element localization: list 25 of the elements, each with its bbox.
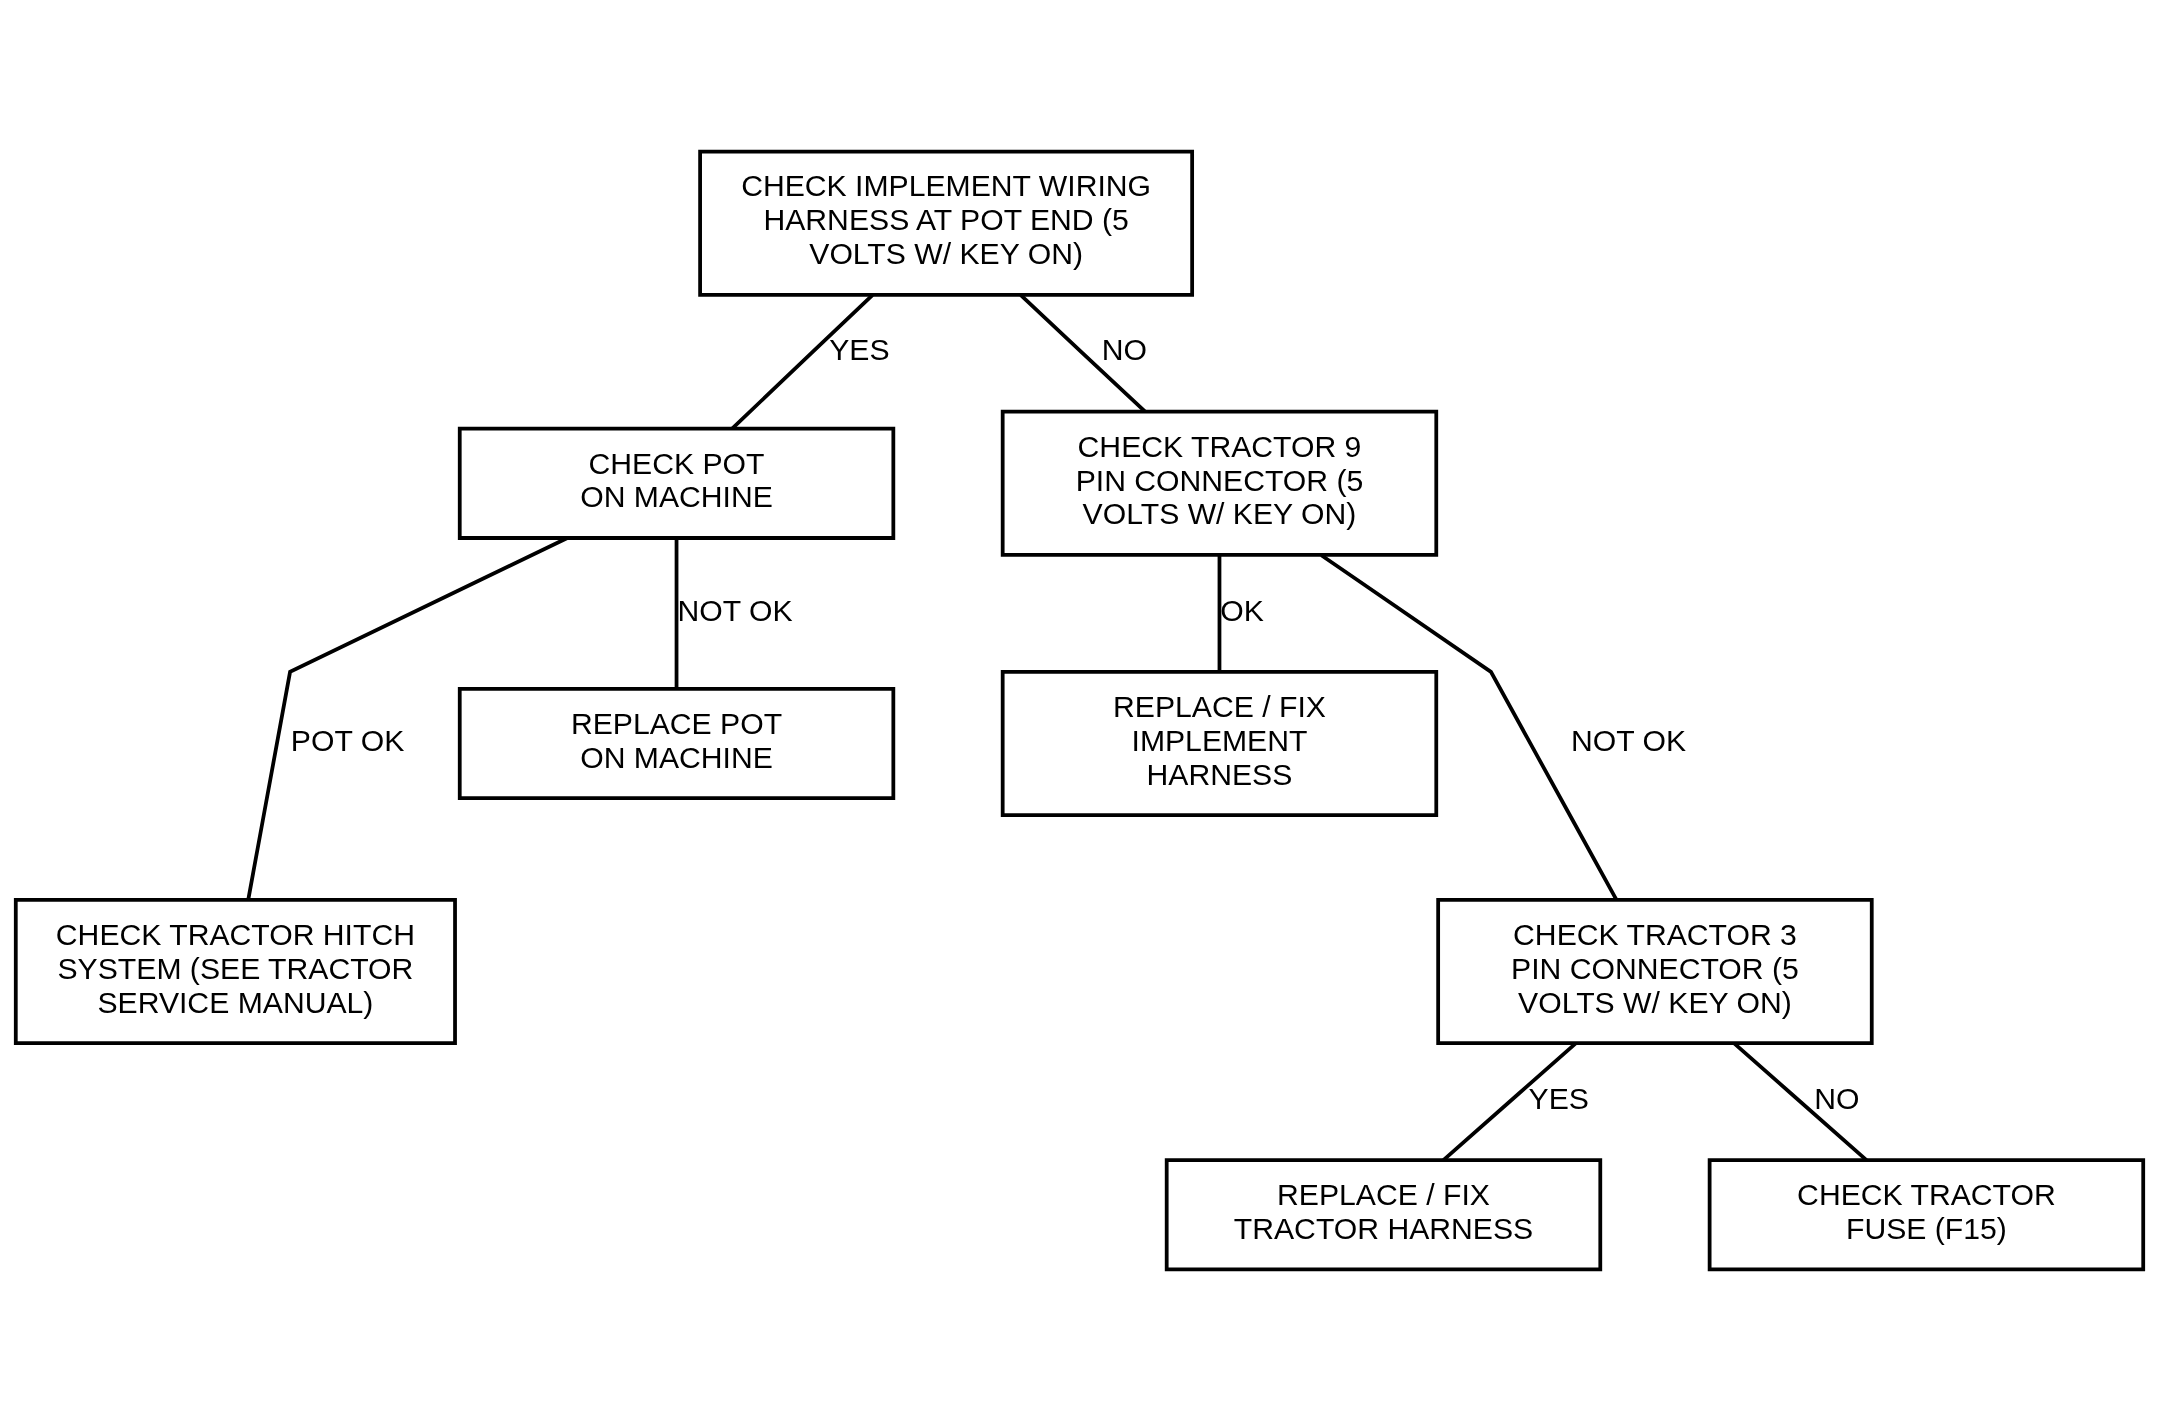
node-box: CHECK IMPLEMENT WIRING HARNESS AT POT END (5 VOLTS W/ KEY ON) [698, 149, 1195, 297]
connector [1732, 1041, 1868, 1161]
node-box: CHECK TRACTOR HITCH SYSTEM (SEE TRACTOR SERVICE MANUAL) [13, 897, 457, 1045]
connector [1442, 1041, 1577, 1161]
node-box: REPLACE POT ON MACHINE [457, 686, 896, 800]
edge-label: NOT OK [677, 593, 793, 627]
connector [246, 536, 568, 900]
edge-label: YES [829, 332, 890, 366]
node-box: REPLACE / FIX TRACTOR HARNESS [1164, 1157, 1603, 1271]
connector [1320, 553, 1619, 901]
connector [674, 537, 679, 689]
connector [1217, 554, 1222, 672]
edge-label: NO [1814, 1081, 1860, 1115]
edge-label: NOT OK [1571, 723, 1687, 757]
edge-label: YES [1528, 1081, 1589, 1115]
node-box: CHECK POT ON MACHINE [457, 426, 896, 540]
edge-label: POT OK [290, 723, 405, 757]
connector [730, 293, 874, 430]
node-box: CHECK TRACTOR FUSE (F15) [1707, 1157, 2146, 1271]
edge-label: NO [1101, 332, 1147, 366]
node-box: CHECK TRACTOR 3 PIN CONNECTOR (5 VOLTS W/ KEY ON) [1436, 897, 1874, 1045]
connector [1019, 293, 1147, 413]
edge-label: OK [1220, 593, 1264, 627]
node-box: CHECK TRACTOR 9 PIN CONNECTOR (5 VOLTS W/ KEY ON) [1000, 409, 1439, 557]
node-box: REPLACE / FIX IMPLEMENT HARNESS [1000, 669, 1439, 817]
